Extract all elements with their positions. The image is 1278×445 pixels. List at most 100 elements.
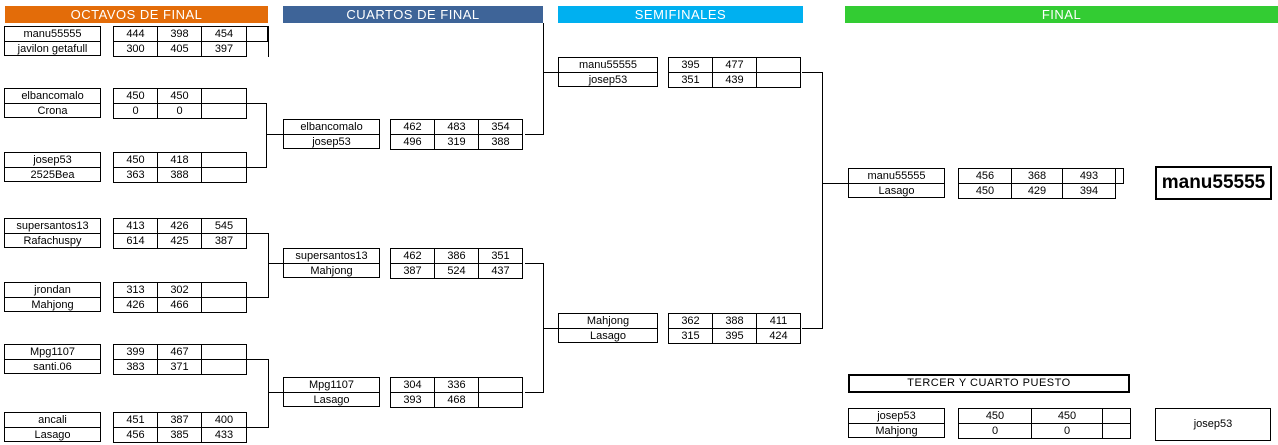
connector-line bbox=[266, 134, 283, 135]
score-cell: 483 bbox=[434, 119, 479, 135]
score-cell: 354 bbox=[478, 119, 523, 135]
score-cell: 368 bbox=[1011, 168, 1063, 184]
score-cell: 444 bbox=[113, 26, 158, 42]
player-name: elbancomalo bbox=[21, 90, 84, 102]
connector-line bbox=[525, 263, 543, 264]
player-name: Lasago bbox=[284, 392, 379, 406]
score-cell: 405 bbox=[157, 41, 202, 57]
score-cell: 524 bbox=[434, 263, 479, 279]
score-cell: 395 bbox=[712, 328, 757, 344]
player-name: elbancomalo bbox=[300, 121, 363, 133]
score-cell: 450 bbox=[958, 183, 1012, 199]
score-cell: 363 bbox=[113, 167, 158, 183]
score-cell: 400 bbox=[201, 412, 247, 428]
score-cell: 467 bbox=[157, 344, 202, 360]
score-cell: 450 bbox=[113, 88, 158, 104]
score-cell bbox=[756, 72, 801, 88]
player-name: ancali bbox=[38, 414, 67, 426]
player-name: manu55555 bbox=[578, 59, 638, 71]
score-cell: 439 bbox=[712, 72, 757, 88]
score-cell: 388 bbox=[157, 167, 202, 183]
score-cell: 426 bbox=[113, 297, 158, 313]
score-cell: 388 bbox=[478, 134, 523, 150]
score-cell: 411 bbox=[756, 313, 801, 329]
score-cell: 395 bbox=[668, 57, 713, 73]
score-cell: 451 bbox=[113, 412, 158, 428]
score-cell bbox=[1102, 408, 1131, 424]
player-name: Lasago bbox=[559, 328, 657, 342]
score-cell: 477 bbox=[712, 57, 757, 73]
score-cell: 493 bbox=[1062, 168, 1116, 184]
connector-line bbox=[525, 392, 543, 393]
score-cell: 0 bbox=[157, 103, 202, 119]
score-cell bbox=[201, 282, 247, 298]
score-cell: 450 bbox=[958, 408, 1032, 424]
connector-line bbox=[268, 233, 269, 298]
score-cell bbox=[201, 88, 247, 104]
score-cell: 462 bbox=[390, 119, 435, 135]
player-name: Mpg1107 bbox=[308, 379, 355, 391]
connector-line bbox=[247, 233, 268, 234]
player-name: Crona bbox=[5, 103, 100, 117]
score-cell: 336 bbox=[434, 377, 479, 393]
champion-box: manu55555 bbox=[1155, 166, 1272, 200]
player-name: santi.06 bbox=[5, 359, 100, 373]
player-name: manu55555 bbox=[23, 28, 82, 40]
score-cell: 0 bbox=[113, 103, 158, 119]
score-cell: 418 bbox=[157, 152, 202, 168]
player-name: javilon getafull bbox=[5, 41, 100, 55]
score-cell: 387 bbox=[157, 412, 202, 428]
score-cell bbox=[1102, 423, 1131, 439]
player-name: Lasago bbox=[5, 427, 100, 441]
connector-line bbox=[247, 359, 268, 360]
player-name: Mahjong bbox=[284, 263, 379, 277]
player-name: Mahjong bbox=[586, 315, 630, 327]
score-cell: 397 bbox=[201, 41, 247, 57]
connector-line bbox=[525, 134, 543, 135]
player-name: supersantos13 bbox=[16, 220, 89, 232]
round-header-cuartos: CUARTOS DE FINAL bbox=[283, 6, 543, 23]
round-header-semifinales: SEMIFINALES bbox=[558, 6, 803, 23]
score-cell bbox=[478, 377, 523, 393]
score-cell: 385 bbox=[157, 427, 202, 443]
score-cell: 433 bbox=[201, 427, 247, 443]
player-name: jrondan bbox=[34, 284, 71, 296]
connector-line bbox=[543, 72, 558, 73]
player-name: josep53 bbox=[877, 410, 916, 422]
connector-line bbox=[822, 72, 823, 329]
score-cell: 319 bbox=[434, 134, 479, 150]
connector-line bbox=[268, 392, 283, 393]
connector-line bbox=[247, 297, 268, 298]
connector-line bbox=[247, 167, 266, 168]
score-cell: 545 bbox=[201, 218, 247, 234]
